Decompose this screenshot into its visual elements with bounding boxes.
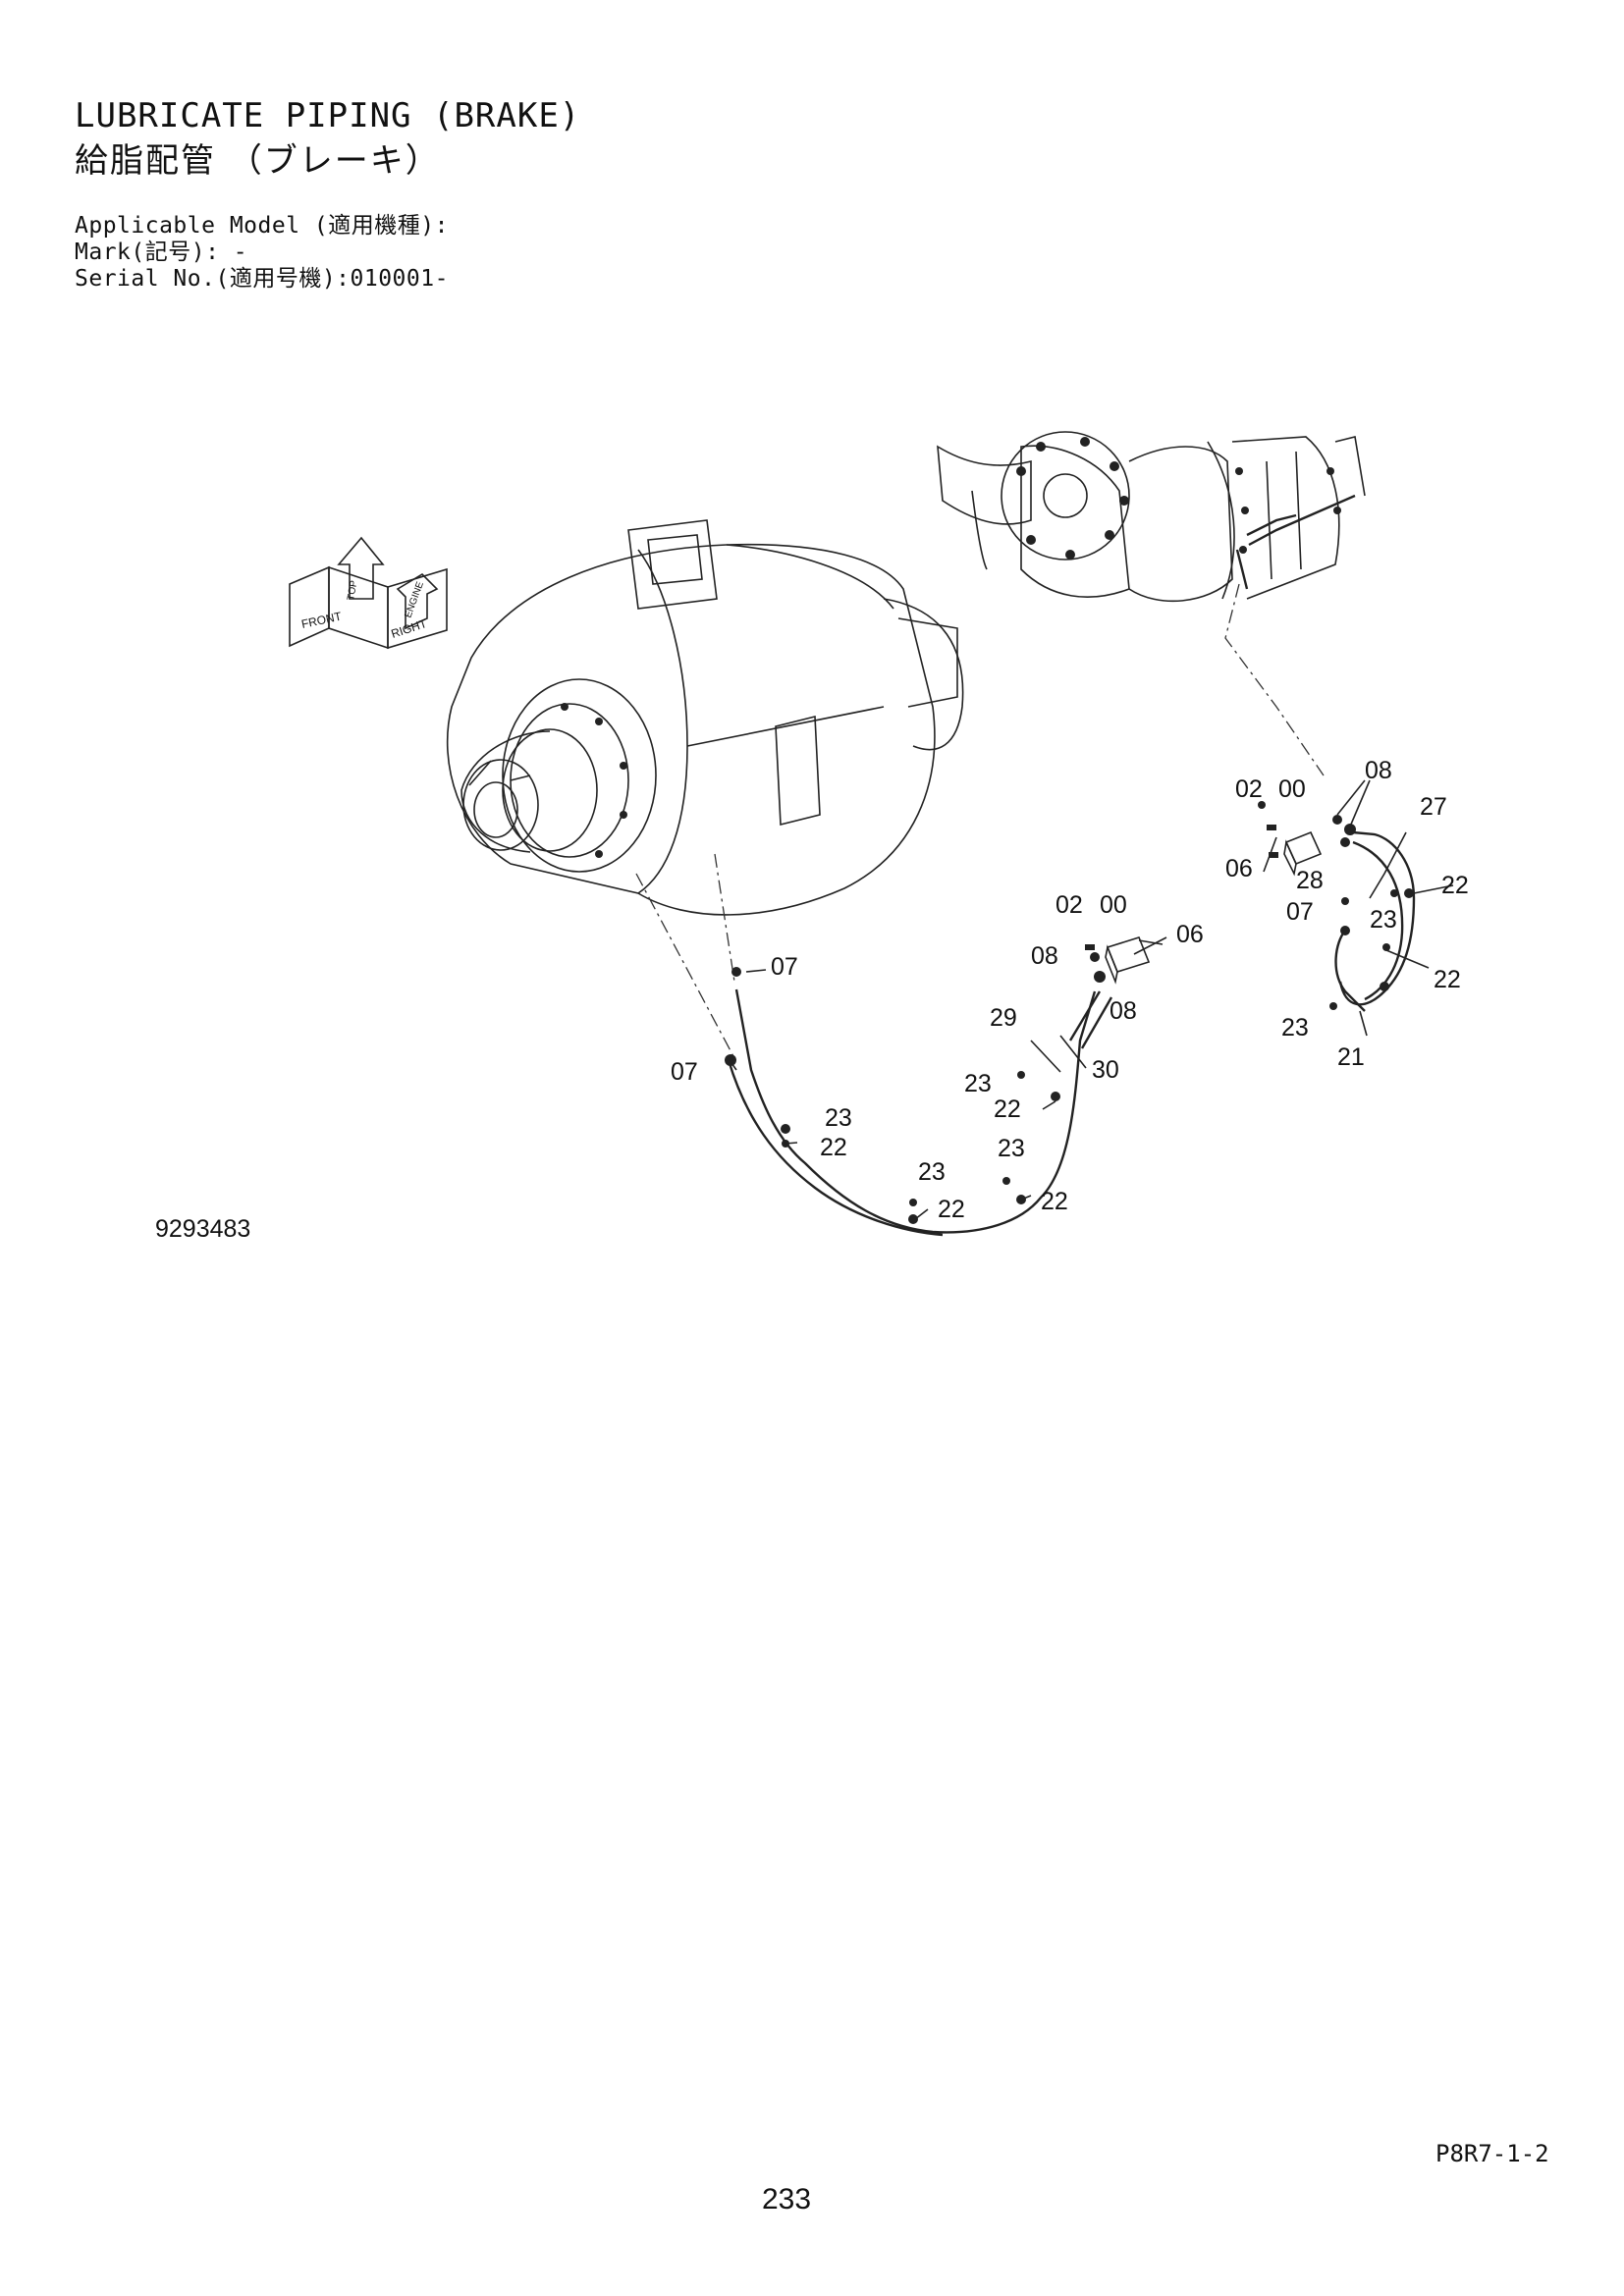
wheel-hub-drawing: [937, 431, 1366, 603]
mark-line: Mark(記号): -: [75, 240, 248, 265]
page-title-japanese: 給脂配管 （ブレーキ）: [75, 141, 441, 181]
callout-27: 27: [1420, 793, 1447, 821]
callout-07: 07: [771, 953, 798, 981]
callout-22: 22: [994, 1095, 1021, 1123]
manifold-block-left: [1085, 936, 1151, 985]
callout-06: 06: [1176, 921, 1204, 948]
page-reference: P8R7-1-2: [1435, 2140, 1549, 2167]
page-title: LUBRICATE PIPING (BRAKE): [75, 96, 581, 135]
badge-engine-label: ENGINE: [403, 580, 426, 619]
callout-08: 08: [1365, 757, 1392, 784]
callout-06: 06: [1225, 855, 1253, 882]
callout-07: 07: [1286, 898, 1314, 926]
direction-badge-icon: FRONT RIGHT TOP ENGINE: [289, 536, 448, 650]
drawing-number: 9293483: [155, 1215, 251, 1243]
callout-29: 29: [990, 1004, 1017, 1032]
manifold-block-right: [1267, 825, 1323, 877]
applicable-model-line: Applicable Model (適用機種):: [75, 213, 449, 239]
callout-21: 21: [1337, 1043, 1365, 1071]
badge-top-label: TOP: [346, 579, 359, 601]
brake-housing-drawing: [446, 519, 964, 916]
serial-number-line: Serial No.(適用号機):010001-: [75, 266, 449, 292]
callout-22: 22: [1041, 1188, 1068, 1215]
callout-08: 08: [1031, 942, 1058, 970]
callout-22: 22: [820, 1134, 847, 1161]
callout-28: 28: [1296, 867, 1324, 894]
callout-30: 30: [1092, 1056, 1119, 1084]
leader-lines: [729, 779, 1454, 1220]
upper-right-hose: [1235, 494, 1416, 1012]
callout-00: 00: [1278, 775, 1306, 803]
callout-02: 02: [1056, 891, 1083, 919]
callout-23: 23: [998, 1135, 1025, 1162]
callout-23: 23: [1370, 906, 1397, 934]
callout-23: 23: [825, 1104, 852, 1132]
callout-00: 00: [1100, 891, 1127, 919]
callout-02: 02: [1235, 775, 1263, 803]
callout-07: 07: [671, 1058, 698, 1086]
callout-23: 23: [918, 1158, 946, 1186]
callout-22: 22: [938, 1196, 965, 1223]
callout-23: 23: [1281, 1014, 1309, 1041]
callout-23: 23: [964, 1070, 992, 1097]
callout-08: 08: [1110, 997, 1137, 1025]
callout-22: 22: [1434, 966, 1461, 993]
badge-front-label: FRONT: [300, 610, 344, 631]
page-number: 233: [762, 2183, 812, 2216]
callout-22: 22: [1441, 872, 1469, 899]
